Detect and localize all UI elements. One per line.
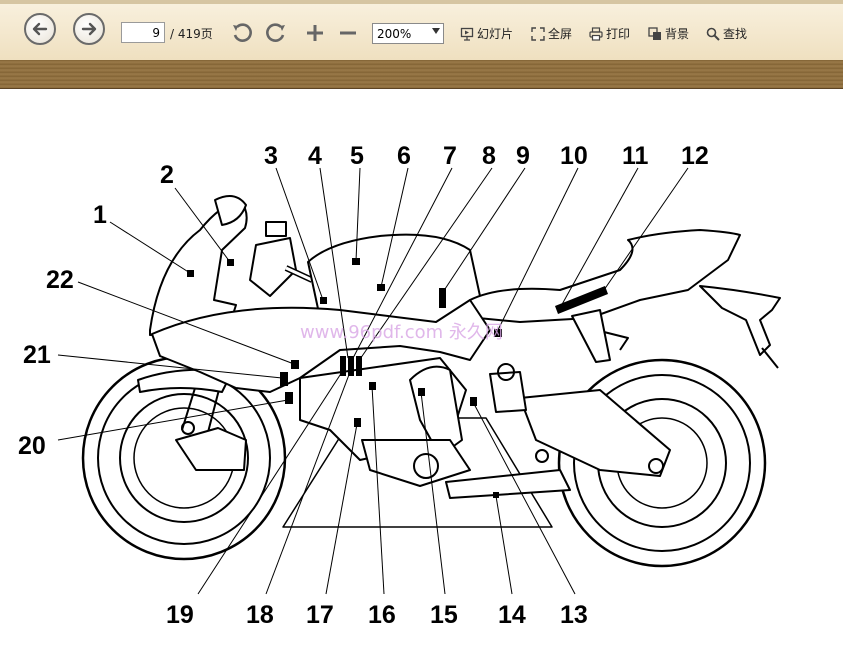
callout-7: 7 <box>443 142 457 170</box>
toolbar: / 419页 200% 幻灯片 全屏 打印 背景 查找 <box>0 0 843 61</box>
arrow-left-icon <box>32 22 48 36</box>
callout-13: 13 <box>560 601 588 629</box>
zoom-value: 200% <box>377 27 412 41</box>
callout-5: 5 <box>350 142 364 170</box>
callout-9: 9 <box>516 142 530 170</box>
slideshow-icon <box>460 27 474 41</box>
fullscreen-icon <box>531 26 545 41</box>
printer-icon <box>589 26 603 41</box>
back-button[interactable] <box>24 13 56 45</box>
background-icon <box>648 26 661 40</box>
rotate-right-button[interactable] <box>264 21 288 45</box>
callout-11: 11 <box>622 142 649 170</box>
callout-17: 17 <box>306 601 334 629</box>
background-label: 背景 <box>665 27 690 41</box>
callout-16: 16 <box>368 601 396 629</box>
rotate-left-button[interactable] <box>230 21 254 45</box>
toolbar-decorative-band <box>0 60 843 89</box>
callout-labels: 1 2 3 4 5 6 7 8 9 10 11 12 13 14 15 16 1… <box>18 142 709 629</box>
search-icon <box>706 27 720 41</box>
background-button[interactable]: 背景 <box>648 25 689 42</box>
zoom-out-button[interactable] <box>336 21 360 45</box>
callout-22: 22 <box>46 266 74 294</box>
zoom-select[interactable]: 200% <box>372 23 444 44</box>
fullscreen-button[interactable]: 全屏 <box>531 25 572 42</box>
callout-15: 15 <box>430 601 458 629</box>
document-page: www.96pdf.com 永久网 1 2 3 4 5 6 7 8 9 10 1… <box>0 89 843 655</box>
minus-icon <box>340 31 356 35</box>
motorcycle-diagram: www.96pdf.com 永久网 1 2 3 4 5 6 7 8 9 10 1… <box>18 142 781 629</box>
top-strip <box>0 0 843 4</box>
zoom-in-button[interactable] <box>303 21 327 45</box>
callout-14: 14 <box>498 601 526 629</box>
find-label: 查找 <box>723 27 748 41</box>
callout-20: 20 <box>18 432 46 460</box>
fullscreen-label: 全屏 <box>548 27 573 41</box>
page-number-input[interactable] <box>121 22 165 43</box>
callout-10: 10 <box>560 142 588 170</box>
print-button[interactable]: 打印 <box>589 25 630 42</box>
page-total: / 419页 <box>170 27 213 41</box>
leader-lines <box>57 167 689 595</box>
arrow-right-icon <box>81 22 97 36</box>
callout-2: 2 <box>160 161 174 189</box>
callout-8: 8 <box>482 142 496 170</box>
callout-1: 1 <box>93 201 107 229</box>
find-button[interactable]: 查找 <box>706 25 747 42</box>
callout-19: 19 <box>166 601 194 629</box>
rotate-cw-icon <box>266 23 285 42</box>
callout-4: 4 <box>308 142 322 170</box>
callout-18: 18 <box>246 601 274 629</box>
watermark: www.96pdf.com 永久网 <box>300 322 503 343</box>
print-label: 打印 <box>606 27 631 41</box>
slideshow-button[interactable]: 幻灯片 <box>460 25 513 42</box>
motorcycle-drawing <box>81 195 781 568</box>
rotate-ccw-icon <box>233 23 252 42</box>
forward-button[interactable] <box>73 13 105 45</box>
callout-12: 12 <box>681 142 709 170</box>
callout-3: 3 <box>264 142 278 170</box>
plus-icon <box>307 25 323 41</box>
callout-6: 6 <box>397 142 411 170</box>
callout-21: 21 <box>23 341 51 369</box>
slideshow-label: 幻灯片 <box>477 27 514 41</box>
chevron-down-icon <box>432 28 440 34</box>
